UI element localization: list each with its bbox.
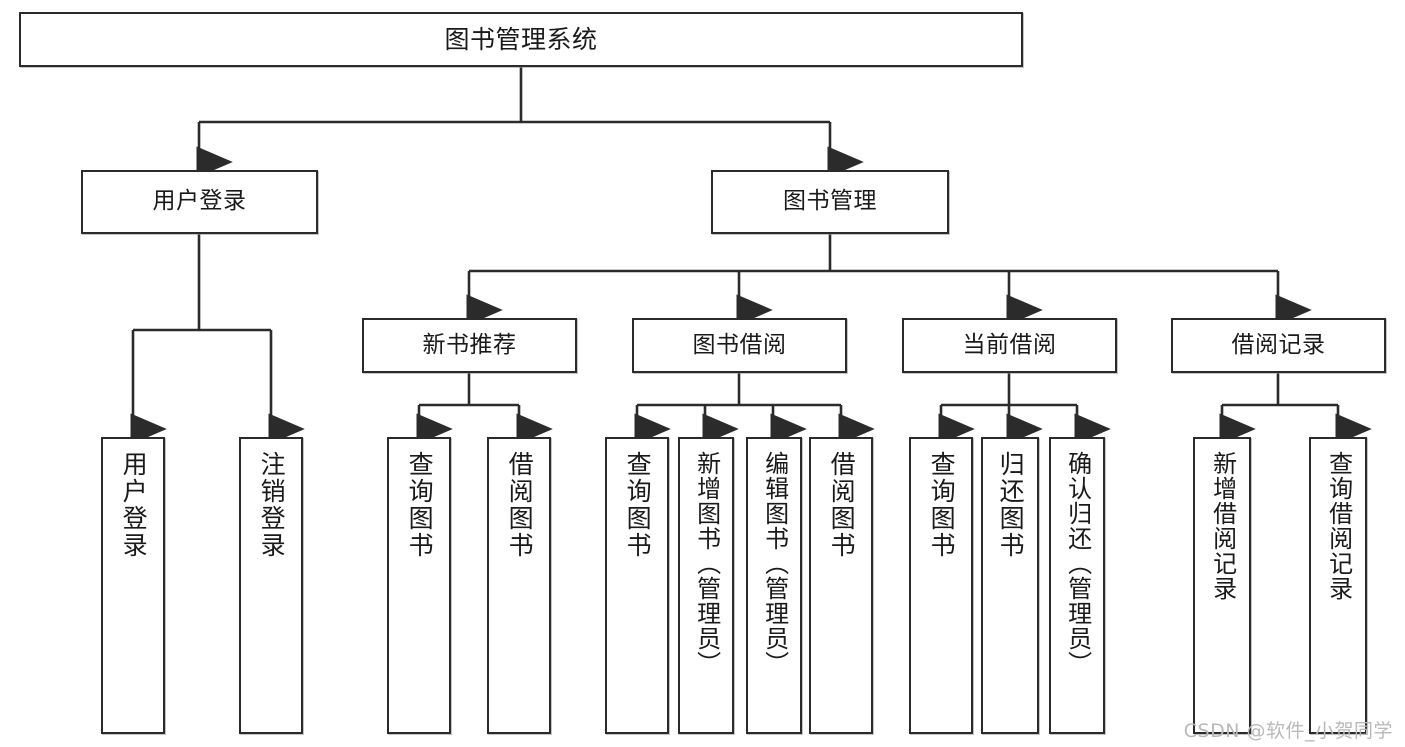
- node-leaf-edit-book[interactable]: 编辑图书（管理员）: [746, 437, 802, 734]
- node-new-book-rec[interactable]: 新书推荐: [362, 318, 577, 373]
- node-root-label: 图书管理系统: [444, 24, 598, 54]
- node-leaf-confirm-return-label: 确认归还（管理员）: [1063, 451, 1092, 676]
- node-leaf-logout-label: 注销登录: [257, 451, 287, 559]
- node-root[interactable]: 图书管理系统: [19, 12, 1023, 67]
- node-leaf-borrow-book-1-label: 借阅图书: [505, 451, 535, 559]
- node-leaf-user-login-label: 用户登录: [119, 451, 149, 559]
- node-borrow-record[interactable]: 借阅记录: [1171, 318, 1386, 373]
- node-leaf-logout[interactable]: 注销登录: [239, 437, 303, 734]
- node-book-borrow-label: 图书借阅: [692, 331, 787, 358]
- node-leaf-confirm-return[interactable]: 确认归还（管理员）: [1049, 437, 1105, 734]
- node-leaf-borrow-book-2[interactable]: 借阅图书: [809, 437, 873, 734]
- node-leaf-add-book-label: 新增图书（管理员）: [692, 451, 721, 676]
- node-leaf-query-record[interactable]: 查询借阅记录: [1309, 437, 1367, 734]
- node-leaf-user-login[interactable]: 用户登录: [101, 437, 165, 734]
- node-leaf-query-book-1[interactable]: 查询图书: [387, 437, 451, 734]
- node-leaf-borrow-book-1[interactable]: 借阅图书: [487, 437, 551, 734]
- watermark-label: CSDN @软件_小贺同学: [1183, 720, 1393, 742]
- node-leaf-add-record-label: 新增借阅记录: [1208, 451, 1237, 601]
- node-book-manage[interactable]: 图书管理: [711, 170, 949, 234]
- node-leaf-return-book-label: 归还图书: [996, 451, 1026, 559]
- node-book-borrow[interactable]: 图书借阅: [632, 318, 847, 373]
- node-leaf-query-record-label: 查询借阅记录: [1324, 451, 1353, 601]
- node-leaf-query-book-3[interactable]: 查询图书: [909, 437, 973, 734]
- node-leaf-query-book-2-label: 查询图书: [623, 451, 653, 559]
- node-user-login[interactable]: 用户登录: [81, 170, 318, 234]
- node-current-borrow[interactable]: 当前借阅: [902, 318, 1117, 373]
- node-leaf-query-book-1-label: 查询图书: [405, 451, 435, 559]
- node-user-login-label: 用户登录: [152, 188, 247, 215]
- node-leaf-query-book-3-label: 查询图书: [927, 451, 957, 559]
- node-leaf-add-record[interactable]: 新增借阅记录: [1193, 437, 1251, 734]
- node-book-manage-label: 图书管理: [783, 188, 877, 215]
- node-new-book-rec-label: 新书推荐: [422, 331, 517, 358]
- node-leaf-add-book[interactable]: 新增图书（管理员）: [678, 437, 734, 734]
- node-leaf-query-book-2[interactable]: 查询图书: [605, 437, 669, 734]
- node-current-borrow-label: 当前借阅: [962, 331, 1057, 358]
- node-leaf-borrow-book-2-label: 借阅图书: [827, 451, 857, 559]
- node-leaf-edit-book-label: 编辑图书（管理员）: [760, 451, 789, 676]
- node-leaf-return-book[interactable]: 归还图书: [981, 437, 1039, 734]
- node-borrow-record-label: 借阅记录: [1231, 331, 1326, 358]
